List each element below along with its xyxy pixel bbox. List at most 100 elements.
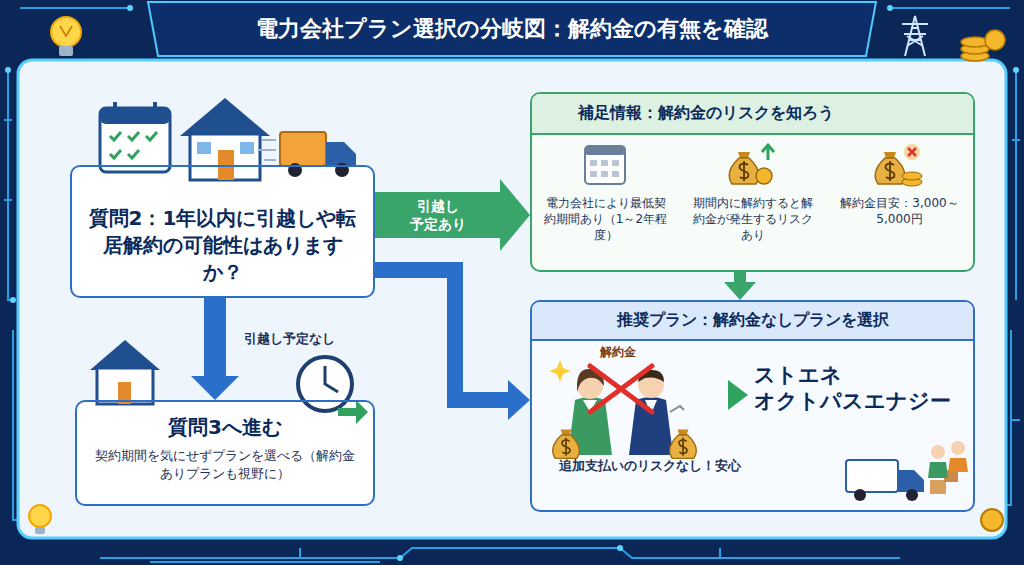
process-box: 質問3へ進む契約期間を気にせずプランを選べる（解約金ありプランも視野に）: [75, 400, 375, 506]
power-tower-icon: [902, 16, 928, 56]
person-figure: [928, 441, 968, 478]
money-bag-icon: [875, 152, 905, 184]
process-box: 推奨プラン：解約金なしプランを選択ストエネ オクトパスエナジー追加支払いのリスク…: [530, 300, 975, 512]
connector-line: [375, 192, 501, 238]
calendar-icon: [110, 132, 157, 158]
sparkle: [549, 360, 571, 382]
coin-icon: [981, 509, 1003, 531]
clock-icon: [325, 366, 338, 392]
calendar-icon: [100, 108, 170, 172]
clock-icon: [298, 357, 352, 411]
truck-icon: [258, 140, 276, 160]
node-text: 解約金目安：3,000～5,000円: [826, 195, 973, 244]
house-icon: [197, 142, 211, 154]
truck-icon: [258, 132, 356, 177]
circuit-node: [887, 5, 893, 11]
content-panel: [18, 60, 1006, 538]
process-box: 質問2：1年以内に引越しや転居解約の可能性はありますか？: [70, 165, 375, 298]
calendar-icon: [115, 102, 155, 114]
house-icon: [90, 340, 160, 370]
circuit-node: [127, 5, 133, 11]
calendar-icon: [612, 171, 619, 177]
connector-arrow: [724, 272, 756, 300]
node-text: 電力会社により最低契約期間あり（1～2年程度）: [532, 195, 679, 244]
calendar-icon: [100, 108, 170, 124]
text-row: 電力会社により最低契約期間あり（1～2年程度）期間内に解約すると解約金が発生する…: [532, 195, 973, 250]
money-bag-icon: [902, 172, 922, 180]
person-figure: [931, 445, 945, 459]
edge-label: 引越し予定なし: [241, 329, 338, 349]
circuit-trace: [8, 8, 1016, 562]
money-bag-icon: [729, 145, 774, 184]
process-box: 補足情報：解約金のリスクを知ろう電力会社により最低契約期間あり（1～2年程度）期…: [530, 92, 975, 272]
connector-arrow: [375, 179, 530, 251]
money-bag-icon: [553, 430, 697, 459]
chevron-arrow: [728, 380, 748, 410]
cross-mark: [590, 366, 652, 412]
truck-icon: [898, 470, 924, 492]
arrowhead: [500, 179, 530, 251]
lightbulb-icon: [51, 17, 81, 56]
coin-stack-icon: [985, 30, 1005, 50]
connector-arrow: [191, 298, 239, 400]
money-bag-icon: [756, 168, 772, 184]
money-bag-icon: [553, 430, 580, 459]
house-icon: [180, 98, 270, 136]
title-band: 電力会社プラン選択の分岐図：解約金の有無を確認: [158, 4, 866, 54]
calendar-icon: [110, 132, 157, 158]
truck-icon: [846, 460, 958, 501]
node-heading: 質問2：1年以内に引越しや転居解約の可能性はありますか？: [72, 167, 373, 296]
illustration-label: 解約金: [600, 344, 636, 361]
box-fill: [75, 400, 375, 506]
calendar-icon: [590, 160, 619, 177]
person-figure: [951, 441, 965, 455]
calendar-icon: [585, 146, 625, 184]
lightbulb-icon: [35, 527, 45, 534]
box-fill: [530, 92, 975, 272]
node-heading: 質問3へ進む: [77, 402, 373, 441]
calendar-icon: [601, 171, 608, 177]
person-figure: [629, 397, 673, 455]
lightbulb-icon: [60, 26, 72, 36]
connector-line: [734, 272, 746, 283]
money-bag-icon: [729, 152, 759, 184]
person-figure: [670, 406, 684, 412]
calendar-icon: [612, 160, 619, 166]
coin-stack-icon: [961, 30, 1005, 61]
lightbulb-icon: [29, 505, 51, 527]
person-figure: [928, 462, 948, 478]
circuit-node: [5, 5, 1019, 561]
title-band: [148, 2, 876, 56]
circuit-trace: [4, 8, 1020, 562]
calendar-icon: [585, 146, 625, 155]
truck-icon: [280, 132, 326, 166]
circuit-node: [617, 545, 623, 551]
calendar-icon: [590, 171, 597, 177]
house-icon: [90, 340, 160, 404]
calendar-icon: [590, 160, 597, 166]
node-heading: 補足情報：解約金のリスクを知ろう: [532, 94, 973, 135]
arrowhead: [724, 282, 756, 300]
house-icon: [180, 98, 270, 180]
truck-icon: [326, 142, 356, 166]
house-icon: [240, 142, 254, 154]
calendar-icon: [585, 146, 625, 184]
node-text: 追加支払いのリスクなし！安心: [547, 457, 752, 481]
connector-line: [375, 270, 509, 400]
lightbulb-icon: [51, 17, 81, 47]
money-bag-icon: [908, 148, 916, 156]
arrowhead: [191, 376, 239, 400]
circuit-node: [10, 297, 16, 303]
calendar-icon: [100, 102, 170, 172]
clock-icon: [298, 357, 368, 424]
cross-mark: [590, 366, 652, 412]
arrowhead: [508, 380, 530, 420]
lightbulb-icon: [29, 505, 51, 534]
house-icon: [190, 134, 260, 180]
circuit-node: [5, 67, 11, 73]
box-fill: [530, 300, 975, 512]
node-text: 期間内に解約すると解約金が発生するリスクあり: [679, 195, 826, 244]
